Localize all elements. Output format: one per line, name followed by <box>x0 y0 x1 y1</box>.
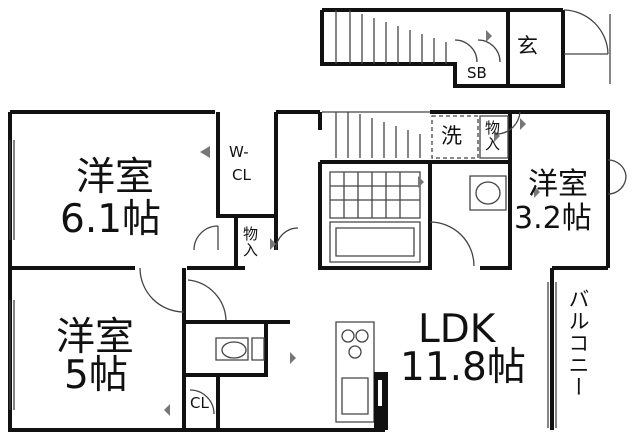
walk-in-closet-label-bottom: CL <box>232 166 251 184</box>
storage-label-1: 物入 <box>241 226 259 258</box>
bathroom-floor <box>329 171 421 219</box>
wash-basin <box>469 175 507 211</box>
entrance-wall <box>508 8 565 88</box>
partition-wall <box>480 112 512 270</box>
stairs <box>322 111 430 158</box>
western-room-3-size: 3.2帖 <box>514 201 592 236</box>
western-room-2-name: 洋室 <box>56 315 135 360</box>
toilet-sink <box>251 337 265 361</box>
window <box>9 140 15 240</box>
shoe-box-label: SB <box>467 64 487 82</box>
laundry-label: 洗 <box>441 124 462 148</box>
door-swing <box>275 227 299 251</box>
entrance-wall <box>320 8 510 88</box>
laundry-box <box>431 115 479 159</box>
room-marker <box>418 176 424 188</box>
stove-burner <box>355 329 369 343</box>
closet-box <box>479 115 509 159</box>
storage-label-2: 物入 <box>483 120 501 152</box>
western-room-3-name: 洋室 <box>528 167 588 202</box>
partition-wall <box>216 112 278 218</box>
partition-wall <box>318 160 432 270</box>
room-marker <box>290 352 296 364</box>
western-room-1-size: 6.1帖 <box>60 197 162 242</box>
bathtub <box>329 221 421 263</box>
entrance-label: 玄 <box>517 34 538 58</box>
stove-burner <box>341 329 355 343</box>
window <box>9 300 15 410</box>
balcony-label: バルコニー <box>566 288 590 398</box>
door-swing <box>139 267 185 313</box>
balcony-rail <box>547 282 557 428</box>
door-swing <box>429 221 475 267</box>
basin-bowl <box>475 181 501 205</box>
toilet-bowl <box>221 341 247 359</box>
door-swing <box>454 39 501 63</box>
kitchen-sink <box>341 377 369 415</box>
closet-label: CL <box>190 394 209 412</box>
room-marker <box>494 130 500 142</box>
ldk-size: 11.8帖 <box>400 345 526 390</box>
room-marker <box>486 30 492 42</box>
door-swing <box>189 389 215 415</box>
room-marker <box>270 238 276 250</box>
room-marker <box>520 118 526 130</box>
door-swing <box>497 111 521 135</box>
stove-burner <box>348 345 362 359</box>
door-swing <box>187 279 227 321</box>
western-room-2-size: 5帖 <box>64 353 128 398</box>
stairs <box>335 10 447 64</box>
walk-in-closet-label-top: W- <box>229 143 249 161</box>
shaft <box>378 380 382 406</box>
room-marker <box>200 146 210 158</box>
western-room-1-name: 洋室 <box>76 155 155 200</box>
partition-wall <box>234 216 278 268</box>
entrance-door <box>563 9 611 84</box>
room-marker <box>534 186 540 198</box>
door-swing <box>607 159 627 195</box>
door-swing <box>193 225 219 251</box>
outer-wall <box>10 110 322 130</box>
partition-wall <box>184 322 268 377</box>
ldk-name: LDK <box>418 307 496 352</box>
toilet-tank <box>215 337 249 361</box>
outer-wall <box>430 110 610 268</box>
room-marker <box>164 404 170 416</box>
